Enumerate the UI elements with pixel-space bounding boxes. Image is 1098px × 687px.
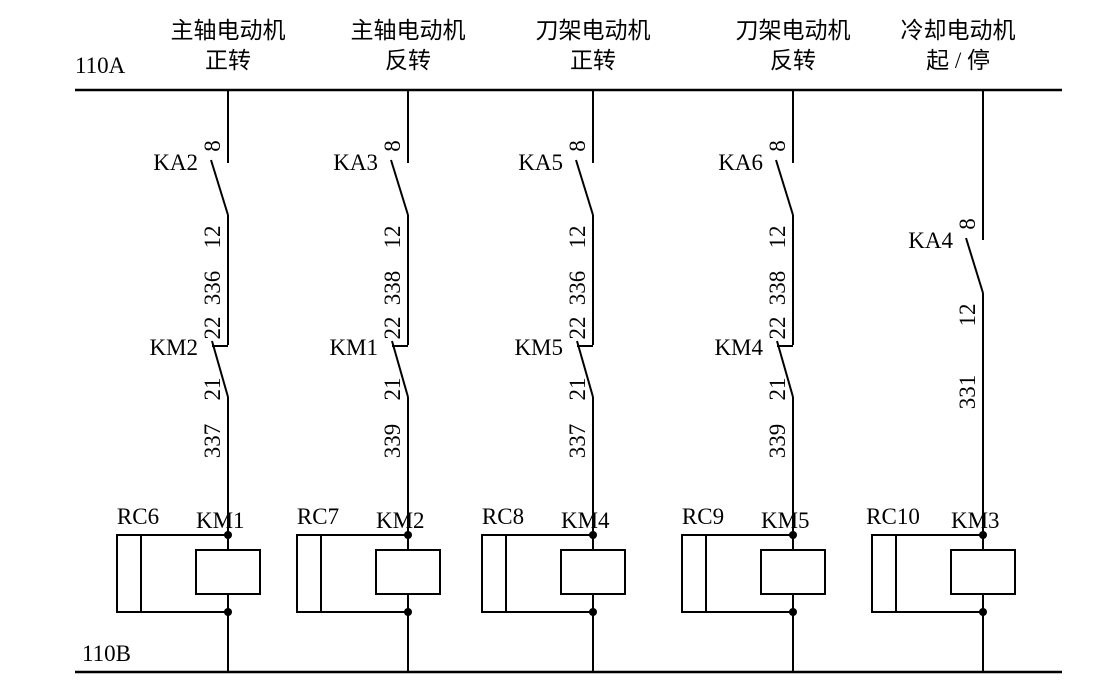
ka-contact-blade — [575, 159, 594, 216]
ka-contact-label: KA5 — [518, 150, 563, 175]
rc-snubber-box — [296, 534, 322, 613]
ka-bottom-terminal-number: 12 — [200, 226, 225, 249]
rc-label: RC10 — [866, 504, 920, 529]
ka-top-terminal-number: 8 — [200, 140, 225, 152]
ka-top-terminal-number: 8 — [765, 140, 790, 152]
branch-column-1: 主轴电动机 正转 KA2 8 12 336 22 KM2 21 337 RC6 … — [116, 18, 286, 672]
rc-snubber-box — [481, 534, 507, 613]
ka-contact-label: KA4 — [908, 228, 953, 253]
junction-dot — [404, 531, 412, 539]
ka-contact-label: KA3 — [333, 150, 378, 175]
rc-snubber-box — [871, 534, 897, 613]
rc-label: RC9 — [682, 504, 724, 529]
wire-number-upper: 338 — [380, 271, 405, 306]
km-top-terminal-number: 22 — [565, 317, 590, 340]
km-contact-label: KM4 — [714, 335, 763, 360]
coil-label: KM5 — [761, 508, 810, 533]
junction-dot — [789, 608, 797, 616]
ka-contact-blade — [210, 159, 229, 216]
km-contact-label: KM5 — [514, 335, 563, 360]
junction-dot — [224, 531, 232, 539]
coil-label: KM4 — [561, 508, 610, 533]
column-header-line1: 主轴电动机 — [171, 18, 286, 43]
contactor-coil-box — [760, 549, 826, 595]
wire-number-lower: 337 — [200, 424, 225, 459]
junction-dot — [589, 608, 597, 616]
column-header-line2: 反转 — [385, 48, 431, 73]
km-contact-blade — [391, 340, 409, 398]
junction-dot — [789, 531, 797, 539]
km-top-terminal-number: 22 — [765, 317, 790, 340]
junction-dot — [589, 531, 597, 539]
km-bottom-terminal-number: 21 — [565, 378, 590, 401]
km-bottom-terminal-number: 21 — [200, 378, 225, 401]
ka-contact-blade — [775, 159, 794, 216]
km-top-terminal-number: 22 — [380, 317, 405, 340]
column-header-line2: 起 / 停 — [926, 48, 990, 73]
power-rails: 110A 110B — [75, 53, 1062, 674]
coil-label: KM1 — [196, 508, 245, 533]
wire-number-lower: 339 — [380, 424, 405, 459]
bottom-rail-label: 110B — [82, 641, 131, 666]
ka-bottom-terminal-number: 12 — [765, 226, 790, 249]
contactor-coil-box — [195, 549, 261, 595]
column-header-line2: 反转 — [770, 48, 816, 73]
ka-top-terminal-number: 8 — [565, 140, 590, 152]
km-contact-blade — [211, 340, 229, 398]
ka-contact-blade — [965, 237, 984, 294]
wire-number-upper: 338 — [765, 271, 790, 306]
column-header-line1: 冷却电动机 — [901, 18, 1016, 43]
km-bottom-terminal-number: 21 — [765, 378, 790, 401]
km-contact-label: KM1 — [329, 335, 378, 360]
coil-label: KM2 — [376, 508, 425, 533]
contactor-coil-box — [375, 549, 441, 595]
top-rail-label: 110A — [75, 53, 126, 78]
km-top-terminal-number: 22 — [200, 317, 225, 340]
ka-bottom-terminal-number: 12 — [565, 226, 590, 249]
ka-contact-label: KA6 — [718, 150, 763, 175]
branch-column-3: 刀架电动机 正转 KA5 8 12 336 22 KM5 21 337 RC8 … — [481, 18, 651, 672]
branch-column-4: 刀架电动机 反转 KA6 8 12 338 22 KM4 21 339 RC9 … — [681, 18, 851, 672]
junction-dot — [224, 608, 232, 616]
rc-label: RC6 — [117, 504, 159, 529]
ka-contact-blade — [390, 159, 409, 216]
junction-dot — [979, 608, 987, 616]
rc-label: RC7 — [297, 504, 339, 529]
wire-number-lower: 339 — [765, 424, 790, 459]
rc-snubber-box — [116, 534, 142, 613]
ka-top-terminal-number: 8 — [955, 218, 980, 230]
wire-number-lower: 337 — [565, 424, 590, 459]
ka-bottom-terminal-number: 12 — [380, 226, 405, 249]
ka-top-terminal-number: 8 — [380, 140, 405, 152]
column-header-line2: 正转 — [570, 48, 616, 73]
rc-label: RC8 — [482, 504, 524, 529]
contactor-coil-box — [560, 549, 626, 595]
coil-label: KM3 — [951, 508, 1000, 533]
ka-bottom-terminal-number: 12 — [955, 304, 980, 327]
wire-number-upper: 336 — [200, 271, 225, 306]
km-contact-label: KM2 — [149, 335, 198, 360]
column-header-line1: 刀架电动机 — [736, 18, 851, 43]
rc-snubber-box — [681, 534, 707, 613]
column-header-line1: 刀架电动机 — [536, 18, 651, 43]
km-contact-blade — [776, 340, 794, 398]
km-contact-blade — [576, 340, 594, 398]
contactor-coil-box — [950, 549, 1016, 595]
column-header-line1: 主轴电动机 — [351, 18, 466, 43]
junction-dot — [404, 608, 412, 616]
junction-dot — [979, 531, 987, 539]
ka-contact-label: KA2 — [153, 150, 198, 175]
km-bottom-terminal-number: 21 — [380, 378, 405, 401]
column-header-line2: 正转 — [205, 48, 251, 73]
wire-number-upper: 331 — [955, 375, 980, 410]
branch-column-5: 冷却电动机 起 / 停 KA4 8 12 331 RC10 KM3 — [866, 18, 1016, 672]
wire-number-upper: 336 — [565, 271, 590, 306]
branch-column-2: 主轴电动机 反转 KA3 8 12 338 22 KM1 21 339 RC7 … — [296, 18, 466, 672]
